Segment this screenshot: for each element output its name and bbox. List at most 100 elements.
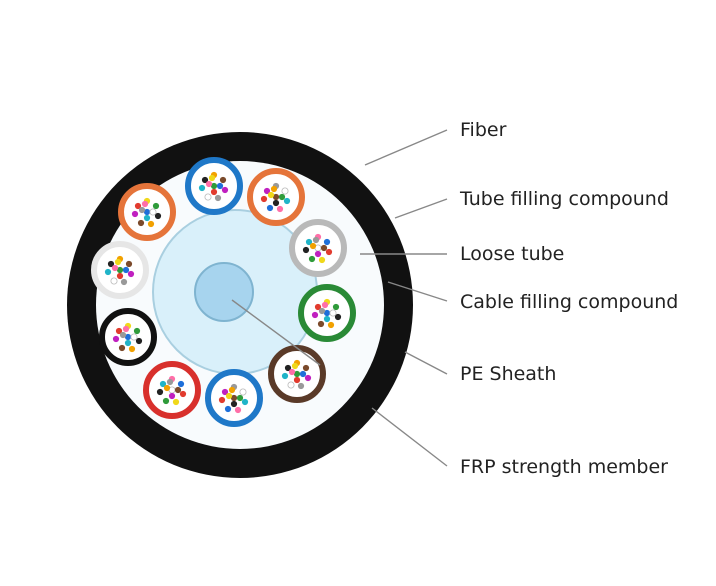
tube-red xyxy=(143,361,201,419)
fiber-dot xyxy=(272,193,280,201)
fiber-dot xyxy=(152,202,160,210)
fiber-dot xyxy=(116,266,124,274)
fiber-dot xyxy=(143,208,151,216)
fiber-dot xyxy=(314,250,322,258)
fiber-dot xyxy=(130,333,138,341)
fiber-dot xyxy=(162,397,170,405)
fiber-dot xyxy=(239,388,247,396)
fiber-dot xyxy=(241,398,249,406)
fiber-dot xyxy=(320,244,328,252)
label-pe-sheath: PE Sheath xyxy=(460,363,557,385)
fiber-dot xyxy=(305,238,313,246)
leader-line-cable-filling xyxy=(387,281,448,302)
fiber-dot xyxy=(332,303,340,311)
tube-orange xyxy=(118,183,176,241)
fiber-dot xyxy=(281,187,289,195)
fiber-dot xyxy=(133,327,141,335)
fiber-dot xyxy=(318,307,326,315)
fiber-dot xyxy=(122,266,130,274)
fiber-dot xyxy=(116,272,124,280)
fiber-dot xyxy=(321,301,329,309)
fiber-dot xyxy=(325,248,333,256)
fiber-dot xyxy=(272,199,280,207)
fiber-dot xyxy=(122,325,130,333)
tube-blue-bottom xyxy=(205,369,263,427)
fiber-dot xyxy=(198,184,206,192)
fiber-dot xyxy=(135,337,143,345)
tube-brown xyxy=(268,345,326,403)
fiber-dot xyxy=(124,339,132,347)
fiber-dot xyxy=(163,384,171,392)
fiber-dot xyxy=(221,186,229,194)
fiber-dot xyxy=(224,405,232,413)
fiber-dot xyxy=(143,214,151,222)
fiber-dot xyxy=(166,378,174,386)
fiber-dot xyxy=(112,335,120,343)
fiber-dot xyxy=(299,370,307,378)
fiber-dot xyxy=(159,380,167,388)
label-loose-tube: Loose tube xyxy=(460,243,565,265)
fiber-dot xyxy=(309,242,317,250)
frp-strength-member xyxy=(194,262,254,322)
fiber-dot xyxy=(216,182,224,190)
fiber-dot xyxy=(329,309,337,317)
fiber-dot xyxy=(107,260,115,268)
leader-line-fiber xyxy=(364,129,448,166)
fiber-dot xyxy=(214,194,222,202)
fiber-dot xyxy=(154,212,162,220)
fiber-dot xyxy=(131,210,139,218)
fiber-dot xyxy=(288,368,296,376)
fiber-dot xyxy=(236,394,244,402)
fiber-dot xyxy=(225,392,233,400)
fiber-dot xyxy=(311,311,319,319)
fiber-dot xyxy=(308,255,316,263)
fiber-dot xyxy=(230,394,238,402)
fiber-dot xyxy=(210,182,218,190)
fiber-dot xyxy=(221,388,229,396)
tube-black xyxy=(99,308,157,366)
tube-gray xyxy=(289,219,347,277)
loose-tubes xyxy=(91,157,356,427)
fiber-dot xyxy=(149,208,157,216)
fiber-dot xyxy=(114,258,122,266)
fiber-dot xyxy=(128,345,136,353)
fiber-dot xyxy=(293,370,301,378)
fiber-dot xyxy=(266,204,274,212)
fiber-dot xyxy=(323,309,331,317)
tube-white xyxy=(91,241,149,299)
fiber-dot xyxy=(208,174,216,182)
leader-line-frp-outer xyxy=(371,407,448,467)
fiber-dot xyxy=(168,392,176,400)
fiber-dot xyxy=(141,200,149,208)
fiber-dot xyxy=(124,333,132,341)
fiber-dot xyxy=(293,376,301,384)
leader-line-frp xyxy=(231,299,321,366)
fiber-dot xyxy=(205,180,213,188)
fiber-dot xyxy=(147,220,155,228)
fiber-dot xyxy=(263,187,271,195)
fiber-dot xyxy=(287,381,295,389)
fiber-dot xyxy=(267,191,275,199)
fiber-dot xyxy=(228,386,236,394)
fiber-dot xyxy=(302,364,310,372)
fiber-dot xyxy=(317,320,325,328)
fiber-dot xyxy=(327,321,335,329)
label-frp-strength-member: FRP strength member xyxy=(460,456,668,478)
fiber-dot xyxy=(156,388,164,396)
fiber-dot xyxy=(314,303,322,311)
tube-green xyxy=(298,284,356,342)
fiber-dot xyxy=(172,398,180,406)
fiber-dot xyxy=(115,327,123,335)
fiber-dot xyxy=(260,195,268,203)
fiber-dot xyxy=(304,374,312,382)
fiber-dot xyxy=(119,331,127,339)
fiber-dot xyxy=(138,206,146,214)
fiber-dot xyxy=(278,193,286,201)
label-tube-filling-compound: Tube filling compound xyxy=(460,188,669,210)
fiber-dot xyxy=(284,364,292,372)
fiber-dot xyxy=(111,264,119,272)
fiber-dot xyxy=(297,382,305,390)
fiber-dot xyxy=(230,400,238,408)
